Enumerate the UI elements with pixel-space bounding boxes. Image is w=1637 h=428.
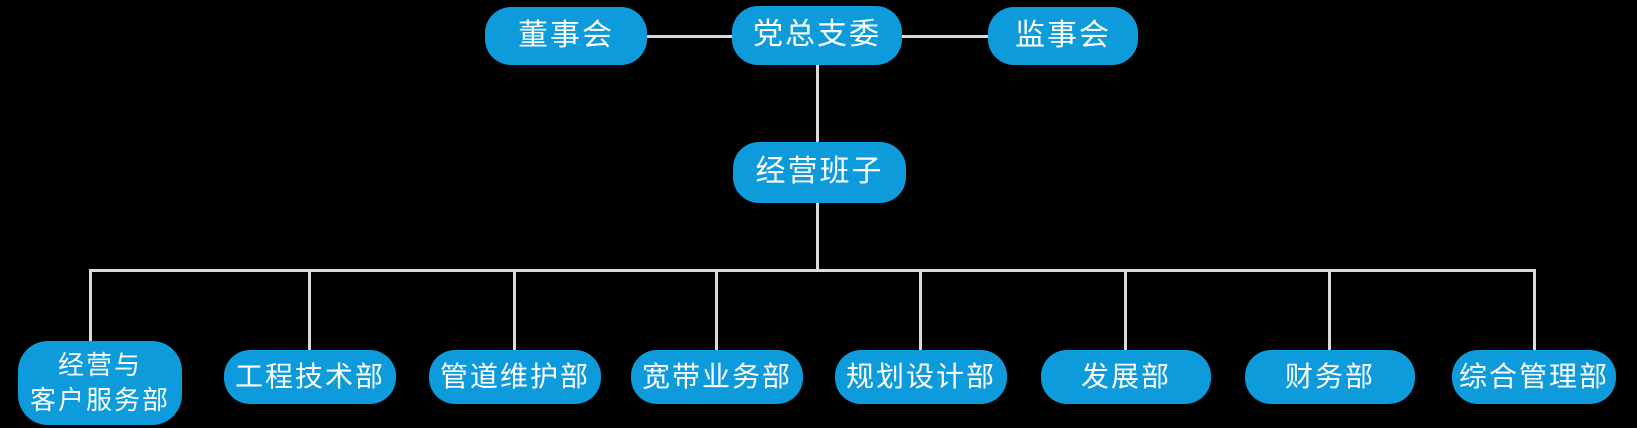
connector-department-rail — [90, 269, 1536, 272]
node-party-general-branch-committee: 党总支委 — [732, 6, 902, 65]
node-dept-engineering-technology: 工程技术部 — [224, 350, 396, 404]
node-label: 党总支委 — [753, 18, 881, 52]
connector-drop-dept-4 — [715, 269, 718, 350]
connector-party-to-management — [816, 65, 819, 143]
node-label: 工程技术部 — [234, 360, 385, 392]
node-dept-broadband-business: 宽带业务部 — [631, 350, 803, 404]
node-label: 宽带业务部 — [641, 360, 792, 392]
node-management-team: 经营班子 — [733, 142, 906, 203]
connector-drop-dept-5 — [919, 269, 922, 350]
node-label: 管道维护部 — [439, 360, 590, 392]
node-dept-planning-design: 规划设计部 — [835, 350, 1007, 404]
node-label: 董事会 — [518, 18, 614, 52]
node-dept-pipeline-maintenance: 管道维护部 — [429, 350, 601, 404]
connector-board-to-party — [647, 35, 732, 38]
connector-drop-dept-2 — [308, 269, 311, 350]
node-board-of-directors: 董事会 — [485, 7, 647, 65]
connector-drop-dept-3 — [513, 269, 516, 350]
node-label: 发展部 — [1080, 360, 1171, 392]
node-supervisory-board: 监事会 — [988, 7, 1138, 65]
connector-party-to-supervisory — [896, 35, 990, 38]
connector-drop-dept-1 — [89, 269, 92, 341]
node-label: 财务部 — [1284, 360, 1375, 392]
node-label: 监事会 — [1015, 18, 1111, 52]
node-dept-general-management: 综合管理部 — [1452, 350, 1616, 404]
node-label: 经营与 客户服务部 — [29, 349, 170, 415]
connector-drop-dept-6 — [1124, 269, 1127, 350]
node-dept-development: 发展部 — [1041, 350, 1211, 404]
node-dept-finance: 财务部 — [1245, 350, 1415, 404]
connector-drop-dept-7 — [1328, 269, 1331, 350]
node-label: 规划设计部 — [845, 360, 996, 392]
node-dept-operations-customer-service: 经营与 客户服务部 — [18, 341, 182, 425]
node-label: 经营班子 — [755, 155, 884, 189]
connector-management-to-rail — [816, 203, 819, 272]
connector-drop-dept-8 — [1533, 269, 1536, 350]
node-label: 综合管理部 — [1458, 360, 1609, 392]
